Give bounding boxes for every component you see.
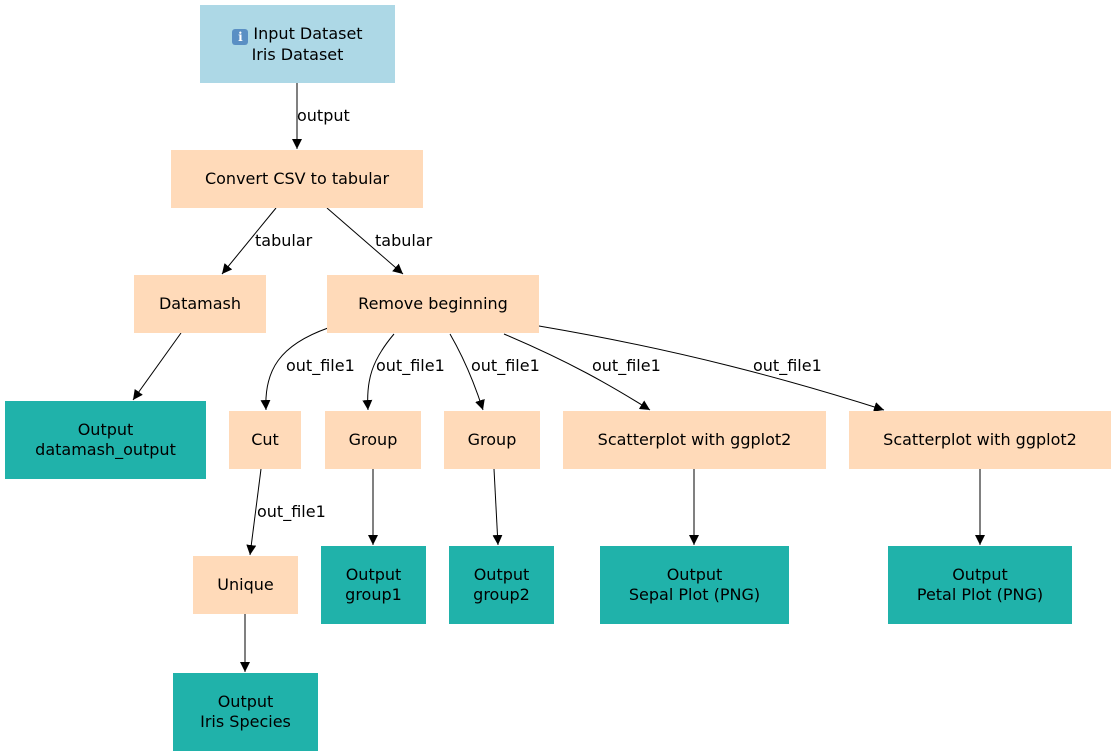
output-petal-plot-name: Petal Plot (PNG) xyxy=(916,585,1044,604)
step-convert-csv[interactable]: Convert CSV to tabular xyxy=(171,150,423,208)
step-scatterplot-petal-label: Scatterplot with ggplot2 xyxy=(883,430,1077,449)
output-datamash[interactable]: Output datamash_output xyxy=(5,401,206,479)
edge-label-cut-to-unique: out_file1 xyxy=(257,502,326,521)
step-unique[interactable]: Unique xyxy=(193,556,298,614)
output-sepal-plot-title: Output xyxy=(666,565,723,584)
output-group1[interactable]: Output group1 xyxy=(321,546,426,624)
edge-convert-to-datamash xyxy=(221,207,277,275)
step-datamash-label: Datamash xyxy=(158,294,242,313)
output-group2-name: group2 xyxy=(473,585,530,604)
step-group-1[interactable]: Group xyxy=(325,411,421,469)
output-petal-plot[interactable]: Output Petal Plot (PNG) xyxy=(888,546,1072,624)
step-remove-beginning[interactable]: Remove beginning xyxy=(327,275,539,333)
step-remove-beginning-label: Remove beginning xyxy=(358,294,508,313)
edge-remove-to-group1 xyxy=(362,333,395,411)
step-group-1-label: Group xyxy=(348,430,398,449)
output-group1-name: group1 xyxy=(345,585,402,604)
input-dataset-title: Input Dataset xyxy=(253,23,363,43)
output-iris-species-name: Iris Species xyxy=(200,712,291,731)
edge-label-input-to-convert: output xyxy=(297,106,350,125)
step-scatterplot-petal[interactable]: Scatterplot with ggplot2 xyxy=(849,411,1111,469)
step-convert-csv-label: Convert CSV to tabular xyxy=(204,169,390,188)
step-cut-label: Cut xyxy=(251,430,279,449)
edge-datamash-to-output xyxy=(132,332,182,401)
edge-label-remove-to-cut: out_file1 xyxy=(286,356,355,375)
output-sepal-plot-name: Sepal Plot (PNG) xyxy=(628,585,761,604)
output-datamash-title: Output xyxy=(77,420,134,439)
step-group-2-label: Group xyxy=(467,430,517,449)
step-group-2[interactable]: Group xyxy=(444,411,540,469)
output-petal-plot-title: Output xyxy=(952,565,1008,584)
edge-remove-to-petal xyxy=(538,325,885,412)
step-datamash[interactable]: Datamash xyxy=(134,275,266,333)
edge-label-remove-to-petal: out_file1 xyxy=(753,356,822,375)
edge-label-convert-to-datamash: tabular xyxy=(255,231,313,250)
output-group2-title: Output xyxy=(473,565,530,584)
edge-cut-to-unique xyxy=(246,468,262,556)
input-dataset-name: Iris Dataset xyxy=(251,44,344,64)
info-icon: i xyxy=(232,28,249,45)
edge-remove-to-cut xyxy=(260,327,329,411)
edge-group2-to-output xyxy=(492,468,503,546)
step-cut[interactable]: Cut xyxy=(229,411,301,469)
edge-label-remove-to-group2: out_file1 xyxy=(471,356,540,375)
edge-label-convert-to-remove: tabular xyxy=(375,231,433,250)
output-sepal-plot[interactable]: Output Sepal Plot (PNG) xyxy=(600,546,789,624)
step-unique-label: Unique xyxy=(217,575,274,594)
edge-convert-to-remove xyxy=(326,207,404,275)
edge-label-remove-to-sepal: out_file1 xyxy=(592,356,661,375)
step-scatterplot-sepal[interactable]: Scatterplot with ggplot2 xyxy=(563,411,826,469)
output-iris-species[interactable]: Output Iris Species xyxy=(173,673,318,751)
output-group2[interactable]: Output group2 xyxy=(449,546,554,624)
edge-remove-to-sepal xyxy=(503,333,651,411)
edge-label-remove-to-group1: out_file1 xyxy=(376,356,445,375)
output-datamash-name: datamash_output xyxy=(35,440,176,459)
output-iris-species-title: Output xyxy=(217,692,274,711)
output-group1-title: Output xyxy=(345,565,402,584)
edge-remove-to-group2 xyxy=(449,333,485,411)
step-scatterplot-sepal-label: Scatterplot with ggplot2 xyxy=(597,430,792,449)
